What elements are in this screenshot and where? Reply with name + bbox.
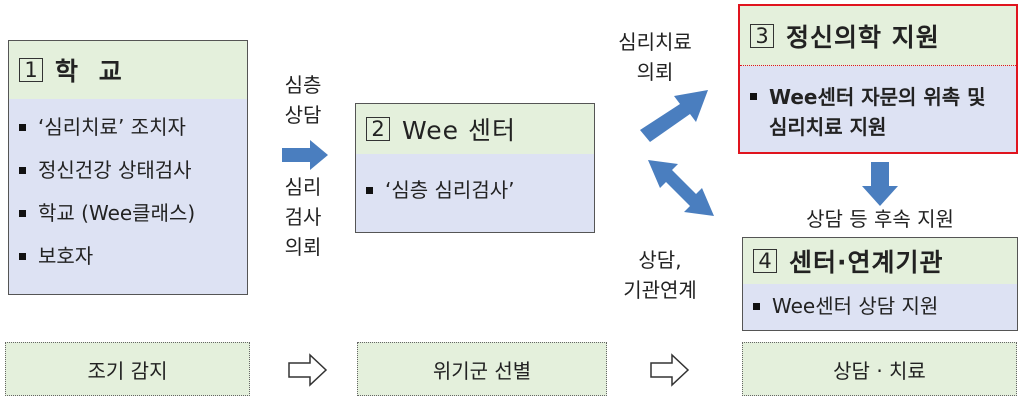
school-header: 1 학 교	[9, 41, 247, 99]
bullet-icon	[366, 187, 373, 194]
right-arrow-icon	[282, 140, 328, 170]
bullet-icon	[19, 210, 26, 217]
psychiatric-support-box: 3 정신의학 지원 Wee센터 자문의 위촉 및 심리치료 지원	[738, 4, 1018, 154]
stage-counsel-treatment: 상담 · 치료	[742, 342, 1017, 396]
hollow-right-arrow-icon	[288, 353, 328, 387]
diagonal-up-arrow-icon	[640, 90, 708, 142]
hollow-right-arrow-icon	[650, 353, 690, 387]
stage-risk-screening: 위기군 선별	[357, 342, 607, 396]
list-item: 보호자	[19, 242, 247, 270]
school-title: 학 교	[55, 57, 128, 86]
list-item: ‘심리치료’ 조치자	[19, 113, 247, 141]
bullet-icon	[753, 303, 760, 310]
step-number: 3	[750, 23, 774, 48]
follow-up-label: 상담 등 후속 지원	[806, 207, 954, 231]
school-box: 1 학 교 ‘심리치료’ 조치자 정신건강 상태검사 학교 (Wee클래스) 보…	[8, 40, 248, 295]
step-number: 2	[366, 117, 390, 141]
list-item: ‘심층 심리검사’	[366, 176, 594, 204]
bullet-icon	[19, 167, 26, 174]
bullet-icon	[750, 93, 757, 100]
psychiatric-support-title: 정신의학 지원	[786, 22, 940, 52]
therapy-request-label: 심리치료 의뢰	[618, 30, 692, 84]
list-item: Wee센터 상담 지원	[753, 292, 1017, 320]
linked-center-header: 4 센터·연계기관	[743, 238, 1017, 284]
deep-counsel-label: 심층 상담	[284, 73, 322, 127]
linked-center-box: 4 센터·연계기관 Wee센터 상담 지원	[742, 237, 1018, 331]
list-item: Wee센터 자문의 위촉 및 심리치료 지원	[750, 82, 1008, 142]
bullet-icon	[19, 253, 26, 260]
down-arrow-icon	[862, 162, 898, 206]
wee-center-header: 2 Wee 센터	[356, 104, 594, 154]
wee-center-box: 2 Wee 센터 ‘심층 심리검사’	[355, 103, 595, 233]
wee-center-title: Wee 센터	[402, 116, 516, 145]
step-number: 4	[753, 249, 777, 273]
psych-test-label: 심리 검사 의뢰	[284, 175, 322, 259]
list-item: 학교 (Wee클래스)	[19, 199, 247, 227]
stage-early-detection: 조기 감지	[5, 342, 250, 396]
counsel-link-label: 상담, 기관연계	[623, 248, 697, 302]
linked-center-title: 센터·연계기관	[789, 248, 944, 277]
psychiatric-support-header: 3 정신의학 지원	[740, 6, 1016, 66]
bullet-icon	[19, 124, 26, 131]
step-number: 1	[19, 58, 43, 82]
bidirectional-arrow-icon	[648, 160, 714, 216]
list-item: 정신건강 상태검사	[19, 156, 247, 184]
